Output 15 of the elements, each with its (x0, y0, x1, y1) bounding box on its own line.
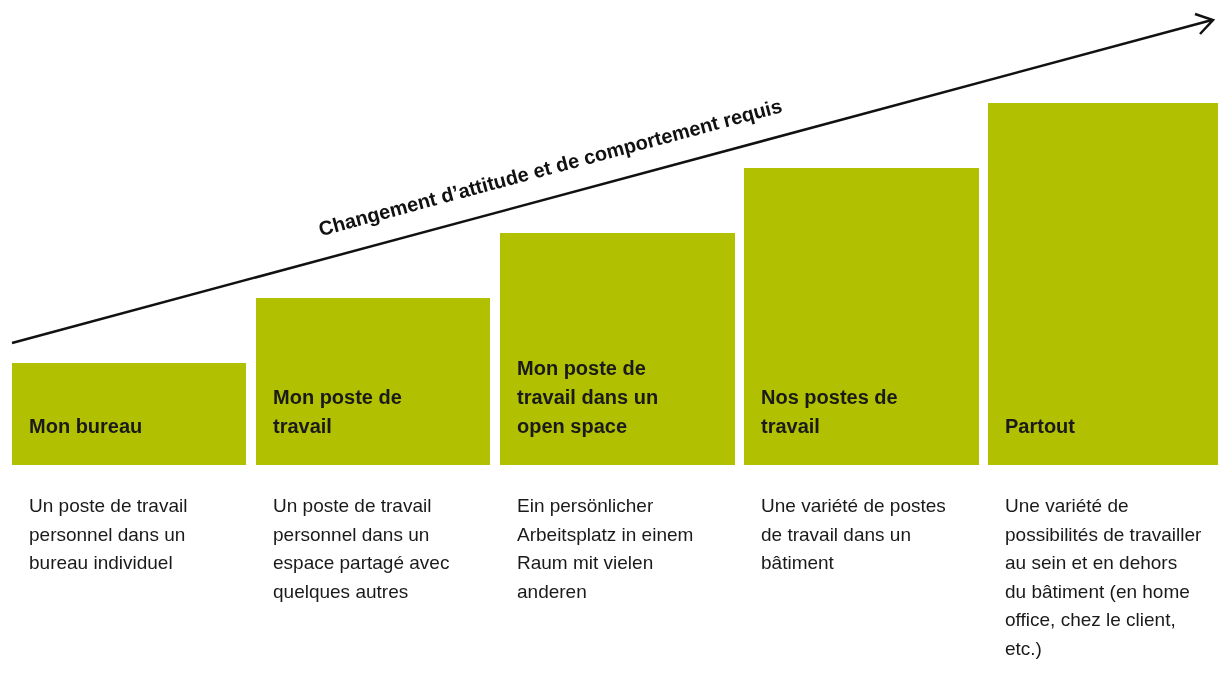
step-description: Ein persönlicher Arbeitsplatz in einem Raum mit vielen anderen (517, 494, 695, 604)
step-description: Un poste de travail personnel dans un bureau individuel (29, 494, 189, 575)
step-description: Une variété de postes de travail dans un bâtiment (761, 494, 947, 575)
step-bar (12, 363, 246, 465)
step-bar (256, 298, 490, 465)
step-title: Partout (1005, 414, 1075, 439)
step-title: Mon poste de travail (273, 385, 403, 439)
step-bar (744, 168, 979, 465)
step-description: Une variété de possibilités de travailler au sein et en dehors du bâtiment (en home office, chez le client, etc.) (1005, 494, 1203, 661)
step-title: Mon poste de travail dans un open space (517, 356, 660, 439)
step-description: Un poste de travail personnel dans un espace partagé avec quelques autres (273, 494, 451, 604)
step-title: Nos postes de travail (761, 385, 899, 439)
step-bar (500, 233, 735, 465)
step-title: Mon bureau (29, 414, 143, 439)
step-bar (988, 103, 1218, 465)
